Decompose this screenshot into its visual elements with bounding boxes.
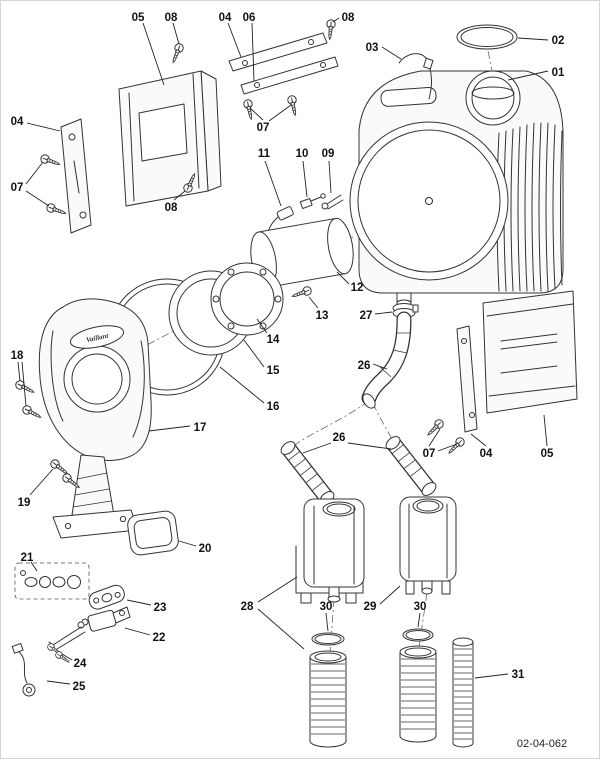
callout-01: 01 <box>552 67 565 79</box>
small-flange-gasket-drawing <box>88 584 125 610</box>
callout-11: 11 <box>258 148 271 160</box>
screw-07-left-a <box>39 153 62 169</box>
callout-03: 03 <box>366 42 379 54</box>
burner-assembly-drawing: Vaillant <box>38 298 152 539</box>
callout-05: 05 <box>541 448 554 460</box>
callout-30: 30 <box>414 601 427 613</box>
seal-kit-drawing <box>14 562 90 600</box>
callout-24: 24 <box>74 658 87 670</box>
callout-26: 26 <box>333 432 346 444</box>
flue-seal-ring-drawing <box>456 24 518 50</box>
callout-16: 16 <box>267 401 280 413</box>
electrode-drawing <box>48 606 131 650</box>
sensor-lead-drawing <box>398 53 434 100</box>
screw-08-right <box>324 18 337 41</box>
callout-04: 04 <box>11 116 24 128</box>
screw-08-top <box>168 42 185 65</box>
callout-13: 13 <box>316 310 329 322</box>
callout-29: 29 <box>364 601 377 613</box>
callout-05: 05 <box>132 12 145 24</box>
callout-14: 14 <box>267 334 280 346</box>
earth-cable-drawing <box>11 642 36 697</box>
elbow-26-drawing <box>361 311 412 409</box>
silencer-29-drawing <box>399 496 457 595</box>
callout-19: 19 <box>18 497 31 509</box>
callout-18: 18 <box>11 350 24 362</box>
flex-hose-left-drawing <box>280 441 335 505</box>
corrugated-tube-31-drawing <box>452 637 474 748</box>
callout-26: 26 <box>358 360 371 372</box>
screw-18-b <box>20 403 44 422</box>
square-gasket-drawing <box>127 510 179 556</box>
callout-12: 12 <box>351 282 364 294</box>
callout-08: 08 <box>342 12 355 24</box>
callout-10: 10 <box>296 148 309 160</box>
callout-04: 04 <box>480 448 493 460</box>
callout-28: 28 <box>241 601 254 613</box>
callout-07: 07 <box>257 122 270 134</box>
callout-09: 09 <box>322 148 335 160</box>
bolt-13 <box>290 285 313 301</box>
callout-07: 07 <box>423 448 436 460</box>
callout-27: 27 <box>360 310 373 322</box>
callout-25: 25 <box>73 681 86 693</box>
callout-30: 30 <box>320 601 333 613</box>
flange-plate-14-drawing <box>210 262 284 336</box>
left-strip-bracket-drawing <box>60 118 92 234</box>
callout-17: 17 <box>194 422 207 434</box>
screw-07-right-a <box>424 417 446 439</box>
mounting-rails-drawing <box>228 32 339 95</box>
callout-08: 08 <box>165 12 178 24</box>
screw-07-rail-left <box>242 98 256 121</box>
callout-labels: 05 08 04 06 08 03 02 01 04 07 07 11 10 0… <box>11 12 565 693</box>
right-panel-drawing <box>482 290 578 414</box>
leader-lines <box>17 17 549 685</box>
callout-04: 04 <box>219 12 232 24</box>
screw-07-left-b <box>45 202 68 218</box>
callout-02: 02 <box>552 35 565 47</box>
screw-07-rail-right <box>286 94 300 117</box>
oring-30-left-drawing <box>311 632 345 646</box>
screw-07-right-b <box>445 435 467 457</box>
callout-06: 06 <box>243 12 256 24</box>
silencer-28-drawing <box>295 498 365 604</box>
callout-21: 21 <box>21 552 34 564</box>
callout-20: 20 <box>199 543 212 555</box>
drawing-number: 02-04-062 <box>517 738 567 750</box>
right-strip-bracket-drawing <box>456 325 478 433</box>
corrugated-cylinder-right-drawing <box>399 645 437 743</box>
callout-22: 22 <box>153 632 166 644</box>
flex-hose-right-drawing <box>385 436 437 496</box>
callout-15: 15 <box>267 365 280 377</box>
ignition-electrode-parts-drawing <box>264 193 344 262</box>
boiler-body-drawing <box>349 70 564 307</box>
top-left-panel-drawing <box>118 70 222 207</box>
callout-23: 23 <box>154 602 167 614</box>
callout-08: 08 <box>165 202 178 214</box>
oring-30-right-drawing <box>402 628 434 642</box>
callout-07: 07 <box>11 182 24 194</box>
corrugated-cylinder-left-drawing <box>309 650 347 748</box>
callout-31: 31 <box>512 669 525 681</box>
